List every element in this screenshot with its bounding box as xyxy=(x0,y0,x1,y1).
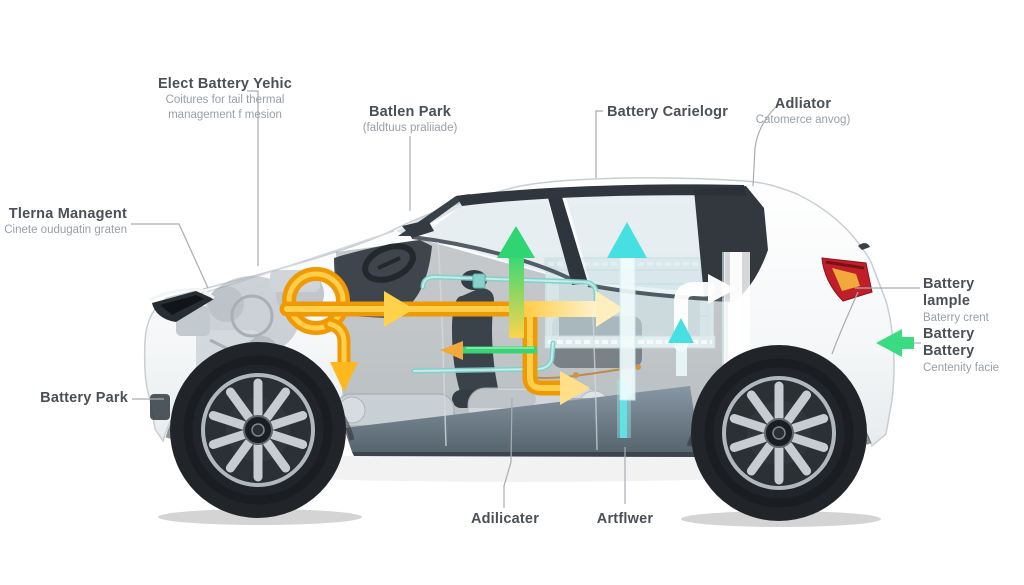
steering-wheel xyxy=(362,243,416,283)
b-pillar xyxy=(548,197,588,285)
ground-shadow xyxy=(158,454,881,527)
callout-tlerna-managent xyxy=(131,223,209,289)
arrow-right-pale xyxy=(596,291,624,327)
arrow-up-green-head xyxy=(497,226,535,258)
door-seam-front xyxy=(437,241,447,447)
arrow-fade-shaft xyxy=(519,301,599,317)
callout-adilicater xyxy=(503,397,513,508)
front-wheel xyxy=(170,342,346,518)
arrow-up-small-cyan-shaft xyxy=(676,340,687,376)
arrow-left-green-rear xyxy=(876,329,902,357)
rocker-panel xyxy=(344,386,700,457)
callout-elect-battery-yehic xyxy=(247,90,259,266)
arrow-right-lower xyxy=(560,371,590,405)
roof-strip xyxy=(456,184,746,206)
arrow-up-cyan-shaft xyxy=(619,255,636,401)
taillight xyxy=(821,257,873,302)
front-intake xyxy=(150,394,170,420)
arrow-white-elbow xyxy=(674,282,715,351)
rear-wheel xyxy=(691,345,867,521)
arrow-white-head xyxy=(708,274,736,304)
callout-battery-carielogr xyxy=(595,110,603,178)
headlight xyxy=(149,288,215,322)
arrow-up-green-shaft xyxy=(509,256,524,338)
arrow-left-orange-head xyxy=(440,341,463,360)
flow-arrows xyxy=(330,222,914,405)
arrow-up-cyan-head xyxy=(607,222,647,258)
callout-taillight-curve xyxy=(831,291,859,355)
arrow-right-mid-pipe xyxy=(384,291,414,327)
side-mirror xyxy=(402,220,434,238)
callout-lines xyxy=(131,90,921,508)
callout-adliator xyxy=(752,107,776,187)
roof-antenna xyxy=(858,243,870,250)
roof-and-pillars xyxy=(398,184,870,302)
arrow-up-small-cyan-head xyxy=(668,318,694,343)
arrow-down-engine xyxy=(330,362,358,392)
